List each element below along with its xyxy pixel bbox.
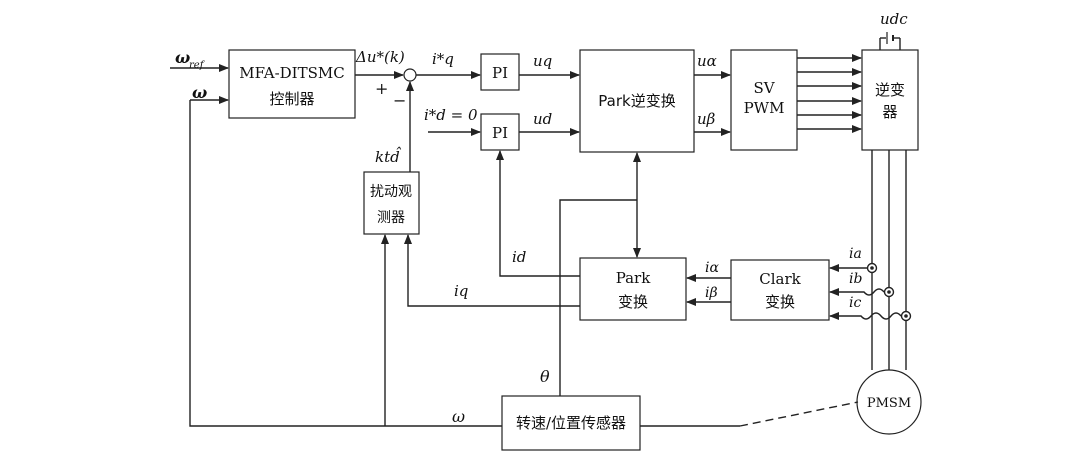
inverse-park-block: Park逆变换 <box>579 49 695 153</box>
minus-sign: − <box>393 91 406 110</box>
i-beta-label: iβ <box>705 285 718 301</box>
u-alpha-label: uα <box>697 52 717 70</box>
motor-phase-wires <box>829 150 912 370</box>
iq-feedback-label: iq <box>454 282 468 300</box>
svg-text:PMSM: PMSM <box>867 396 911 411</box>
svg-text:PI: PI <box>492 124 508 142</box>
plus-sign: + <box>375 79 388 98</box>
delta-u-label: Δu*(k) <box>355 48 405 66</box>
clark-block: Clark 变换 <box>730 259 830 321</box>
forward-path-wires <box>170 32 901 136</box>
ia-label: ia <box>849 246 862 262</box>
svg-text:测器: 测器 <box>377 210 405 226</box>
signal-labels: ω ref ω Δu*(k) + − i*q i*d = 0 uq ud uα … <box>175 10 908 426</box>
i-alpha-label: iα <box>705 260 719 276</box>
svpwm-block: SV PWM <box>730 49 798 151</box>
ud-label: ud <box>533 110 552 128</box>
udc-label: udc <box>880 10 908 28</box>
park-block: Park 变换 <box>579 257 687 321</box>
svg-text:ref: ref <box>189 60 206 71</box>
observer-block: 扰动观 测器 <box>363 171 420 235</box>
svg-text:Park: Park <box>616 269 652 287</box>
disturbance-estimate-label: ktd̂ <box>375 147 401 166</box>
summing-junction <box>403 68 417 82</box>
svg-text:逆变: 逆变 <box>875 81 905 99</box>
u-beta-label: uβ <box>697 110 716 128</box>
svg-text:Park逆变换: Park逆变换 <box>598 92 675 110</box>
svg-text:转速/位置传感器: 转速/位置传感器 <box>516 414 626 432</box>
id-feedback-label: id <box>512 248 526 266</box>
sensor-block: 转速/位置传感器 <box>501 395 641 451</box>
pmsm-motor: PMSM <box>856 369 922 435</box>
svg-text:扰动观: 扰动观 <box>370 184 412 200</box>
omega-ref-label: ω ref <box>175 48 206 71</box>
omega-feedback-label: ω <box>452 407 465 426</box>
iq-star-label: i*q <box>432 50 454 68</box>
omega-input-label: ω <box>192 83 207 102</box>
pi-d-block: PI <box>480 113 520 151</box>
theta-label: θ <box>540 367 550 386</box>
svg-text:MFA-DITSMC: MFA-DITSMC <box>239 64 344 82</box>
controller-block: MFA-DITSMC 控制器 <box>228 49 356 119</box>
id-star-label: i*d = 0 <box>424 106 478 124</box>
ib-label: ib <box>849 271 862 287</box>
feedback-wires <box>189 81 859 427</box>
svg-text:变换: 变换 <box>765 293 795 311</box>
svg-text:ω: ω <box>175 48 190 67</box>
svg-text:控制器: 控制器 <box>269 90 314 108</box>
pi-q-block: PI <box>480 53 520 91</box>
uq-label: uq <box>533 52 552 70</box>
inverter-block: 逆变 器 <box>861 49 919 151</box>
ic-label: ic <box>849 295 861 311</box>
svg-text:器: 器 <box>882 103 897 121</box>
svg-text:变换: 变换 <box>618 293 648 311</box>
svg-text:SV: SV <box>753 79 775 97</box>
svg-text:PI: PI <box>492 64 508 82</box>
svg-text:PWM: PWM <box>744 99 785 117</box>
svg-text:Clark: Clark <box>759 270 801 288</box>
